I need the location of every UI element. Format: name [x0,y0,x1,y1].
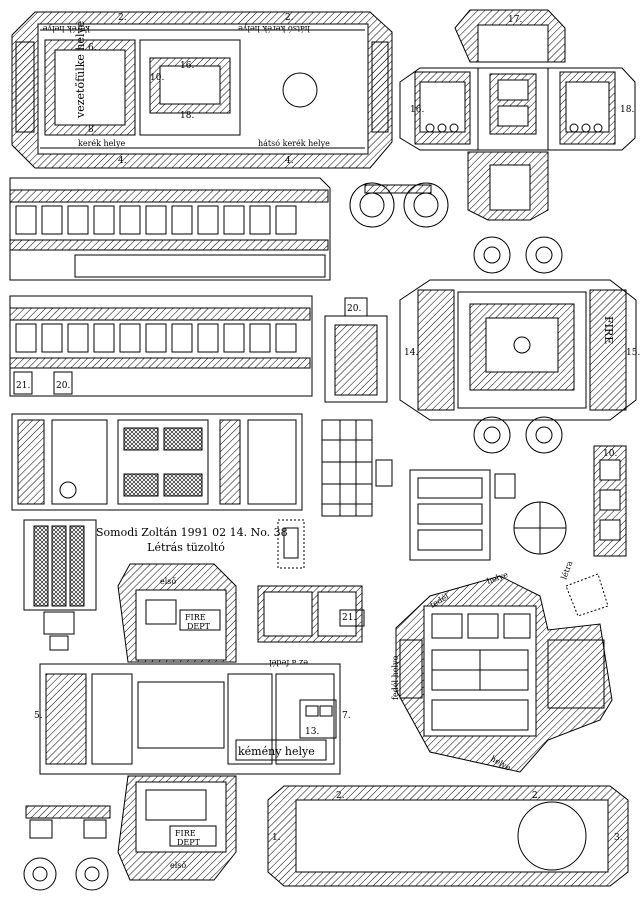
part-number: 20. [347,304,361,314]
part-number: 2. [336,791,345,801]
part-number: 4. [285,156,294,166]
hatso-kerek-helye-label-bottom: hátsó kerék helye [258,139,330,148]
part-number: 2. [532,791,541,801]
storage-box-part: 10. [409,445,627,561]
ladder-rungs-2 [15,323,297,353]
part-number: 5. [34,711,43,721]
ladder-strip-1 [9,177,331,281]
chassis-base-part: kerék helye hátsó kerék helye kerék hely… [11,11,393,169]
chassis-fire-part: FIRE 14. 15. [399,236,640,454]
vezetofulke-helye-label: vezetőfülke helye [74,21,87,119]
ladder-rung [223,323,245,353]
part-number: 2. [118,13,127,23]
kemeny-helye-label: kémény helye [238,745,315,758]
lid-part: ez a fedél 21. [257,585,365,667]
part-number: 14. [404,348,418,358]
double-wheel-part [349,182,449,228]
part-number: 16. [410,105,424,115]
part-number: 13. [305,727,319,737]
part-number: 15. [626,348,640,358]
part-number: 20. [56,381,70,391]
ez-a-fedel-label: ez a fedél [269,658,308,667]
platform-part: fedél helye fedél helye helye [391,570,613,773]
ladder-rung [119,323,141,353]
fire-dept-lettering-2: DEPT [177,838,201,847]
ladder-rung [41,323,63,353]
ladder-rung [275,205,297,235]
ladder-base-part [23,519,97,651]
part-number: 1. [272,833,281,843]
author-credit: Somodi Zoltán 1991 02 14. No. 38 Létrás … [96,525,288,555]
wheel-pair-part [23,857,109,891]
part-number: 2. [285,13,294,23]
fedel-helye-label: fedél helye [391,655,400,700]
letra-label: létra [559,559,574,580]
small-box-part: 13. [299,699,337,739]
credit-line-author: Somodi Zoltán 1991 02 14. No. 38 [96,526,288,539]
ladder-rung [197,323,219,353]
elso-label-bottom: első [170,861,186,870]
cab-unfold-part: FIRE DEPT első kémény helye 5. 7. FIRE D… [34,563,351,881]
part-number: 18. [180,111,194,121]
ladder-rung [41,205,63,235]
side-panel-part [11,413,303,511]
ladder-rung [67,323,89,353]
ladder-piece-part: létra [559,559,609,617]
ladder-rung [145,205,167,235]
fire-dept-lettering: FIRE [185,613,206,622]
part-number: 18. [620,105,634,115]
part-number: 21. [16,381,30,391]
part-number: 3. [614,833,623,843]
ladder-rung [93,205,115,235]
ladder-rung [249,205,271,235]
part-number: 6. [88,43,97,53]
ladder-rungs-1 [15,205,297,235]
ladder-rung [145,323,167,353]
ladder-rung [197,205,219,235]
ladder-crossbar-part [321,419,393,517]
hatso-kerek-helye-label-top: hátsó kerék helye [238,24,310,33]
elso-label: első [160,577,176,586]
ladder-rung [15,205,37,235]
part-number: 21. [342,613,356,623]
ladder-column-part: 20. [324,297,388,403]
ladder-rung [171,323,193,353]
fire-dept-lettering-2: FIRE [175,829,196,838]
part-number: 10. [150,73,164,83]
ladder-rung [93,323,115,353]
ladder-strip-2: 21. 20. [9,295,313,397]
ladder-detail-part [277,519,305,569]
credit-line-title: Létrás tüzoltó [147,541,225,554]
fire-dept-lettering: DEPT [187,622,211,631]
fire-lettering: FIRE [602,316,615,344]
ladder-rung [223,205,245,235]
ladder-rung [15,323,37,353]
kerek-helye-label-top: kerék helye [43,24,90,33]
ladder-rung [171,205,193,235]
cab-top-unfold-part: 17. 16. 18. [399,9,636,221]
part-number: 7. [342,711,351,721]
ladder-rung [119,205,141,235]
part-number: 4. [118,156,127,166]
ladder-rung [67,205,89,235]
part-number: 16. [180,61,194,71]
ladder-rung [249,323,271,353]
kerek-helye-label-bottom: kerék helye [78,139,125,148]
bench-part [25,805,111,839]
ladder-rung [275,323,297,353]
part-number: 17. [508,15,522,25]
part-number: 8. [88,125,97,135]
part-number: 10. [603,449,617,459]
base-plate-part: 2. 2. 3. 1. [267,785,629,887]
